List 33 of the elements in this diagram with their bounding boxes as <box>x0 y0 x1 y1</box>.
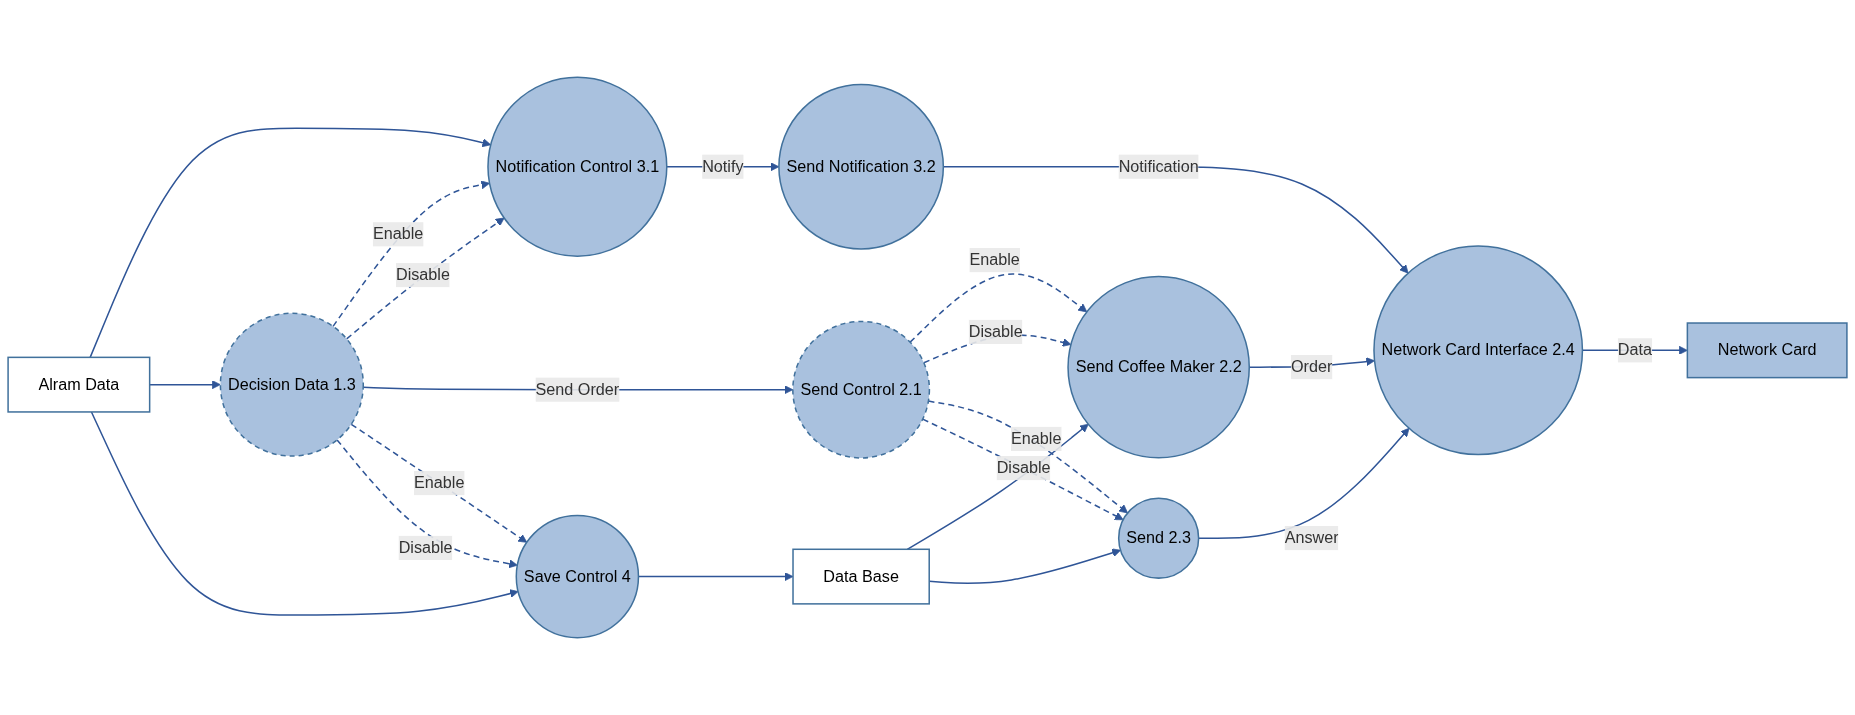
edge-label: Notification <box>1118 157 1199 175</box>
node-circle: Decision Data 1.3 <box>219 312 365 457</box>
edge-label: Enable <box>1011 429 1062 448</box>
node-circle: Send Control 2.1 <box>792 320 931 459</box>
edge-label: Enable <box>414 473 465 492</box>
arrow <box>89 127 492 359</box>
arrow <box>345 217 505 340</box>
edge-label: Send Order <box>535 380 620 398</box>
node-circle: Send Notification 3.2 <box>778 83 945 250</box>
edge-label: Enable <box>969 251 1020 269</box>
edge-label: Disable <box>395 266 450 284</box>
node-circle: Save Control 4 <box>515 514 640 639</box>
arrow <box>350 423 528 543</box>
edge-label: Data <box>1617 341 1652 359</box>
arrow <box>336 439 518 569</box>
edge-label: Notify <box>702 157 744 175</box>
node-circle: Network Card Interface 2.4 <box>1373 245 1584 456</box>
arrow <box>90 411 519 616</box>
arrow <box>332 180 490 328</box>
arrow <box>927 400 1128 514</box>
edge-label: Disable <box>968 322 1023 340</box>
node-box: Network Card <box>1686 322 1848 379</box>
arrow <box>909 273 1088 343</box>
node-box: Data Base <box>792 548 930 605</box>
edge-label: Disable <box>996 458 1051 477</box>
edge-label: Enable <box>372 225 424 243</box>
node-circle: Send Coffee Maker 2.2 <box>1067 275 1250 459</box>
edge-label: Order <box>1290 358 1333 376</box>
edge-label: Answer <box>1284 529 1339 547</box>
node-box: Alram Data <box>7 356 151 413</box>
node-circle: Send 2.3 <box>1117 497 1200 579</box>
node-circle: Notification Control 3.1 <box>487 76 668 257</box>
edge-label: Disable <box>398 538 453 557</box>
